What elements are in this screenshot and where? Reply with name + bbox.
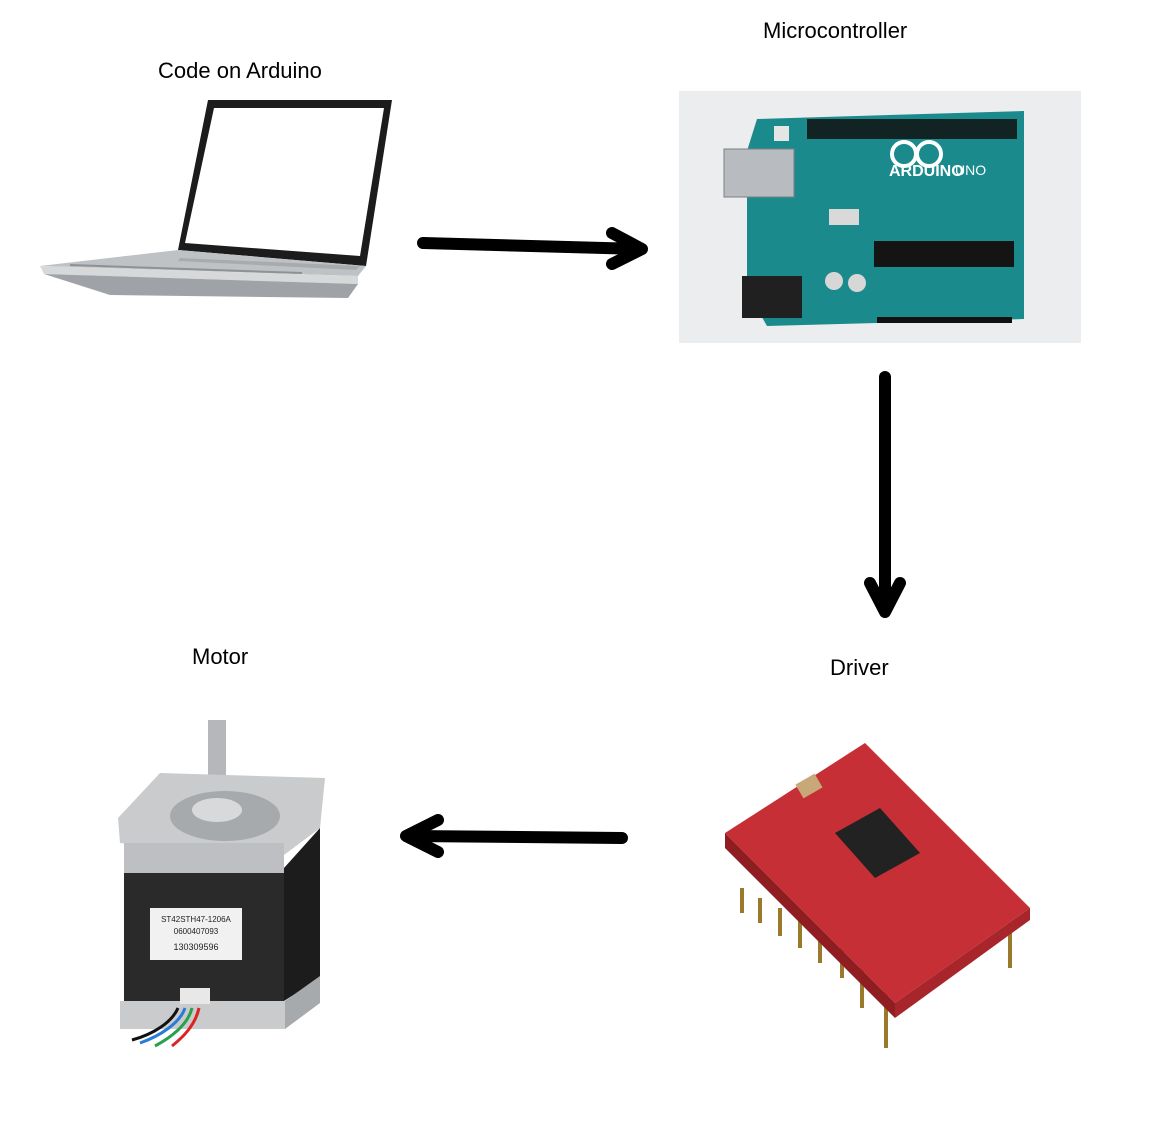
arrowhead-code-to-microcontroller <box>606 227 648 270</box>
label-driver: Driver <box>830 655 889 680</box>
label-motor: Motor <box>192 644 249 669</box>
arduino-board-image: ARDUINO UNO <box>679 91 1081 343</box>
arrowhead-microcontroller-to-driver <box>864 577 906 618</box>
motor-sticker-line-1: ST42STH47-1206A <box>161 915 231 924</box>
label-code-on-arduino: Code on Arduino <box>158 58 322 83</box>
stepper-motor-image: ST42STH47-1206A 0600407093 130309596 <box>118 720 325 1048</box>
arrow-driver-to-motor <box>404 830 628 844</box>
laptop-image <box>40 100 392 298</box>
arrow-code-to-microcontroller <box>417 237 646 255</box>
motor-sticker-line-2: 0600407093 <box>174 927 219 936</box>
driver-board-image <box>725 743 1030 1048</box>
board-model-text: UNO <box>955 162 986 178</box>
label-microcontroller: Microcontroller <box>763 18 908 43</box>
motor-sticker-line-3: 130309596 <box>173 942 218 952</box>
arrowhead-driver-to-motor <box>400 814 444 858</box>
